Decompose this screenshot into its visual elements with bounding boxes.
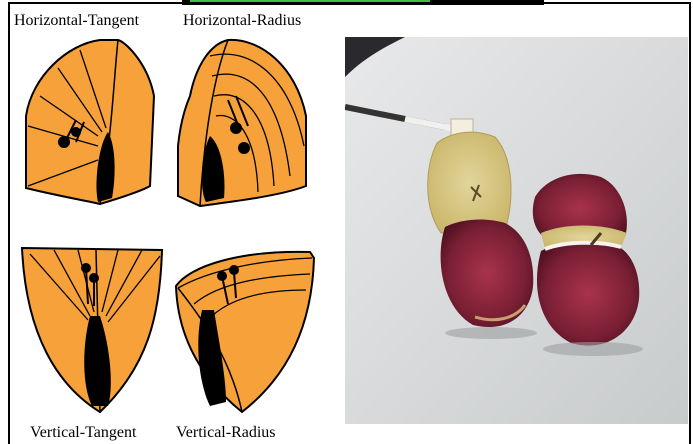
label-vertical-tangent: Vertical-Tangent: [30, 424, 136, 442]
vertical-radius-diagram: [170, 246, 320, 418]
hemisphere-outline: [178, 40, 306, 206]
vertical-tangent-diagram: [18, 246, 168, 418]
horizontal-tangent-diagram: [18, 36, 168, 208]
label-vertical-radius: Vertical-Radius: [176, 424, 276, 442]
label-horizontal-radius: Horizontal-Radius: [183, 12, 301, 30]
cut-apple-photo: [345, 37, 688, 424]
label-horizontal-tangent: Horizontal-Tangent: [14, 12, 139, 30]
hemisphere-outline: [176, 252, 314, 412]
horizontal-radius-diagram: [170, 36, 320, 208]
